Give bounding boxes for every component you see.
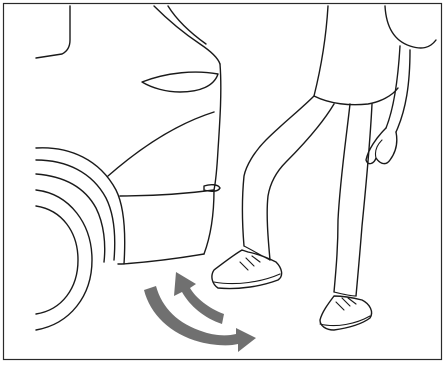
tire-inner bbox=[36, 206, 78, 314]
figure-frame bbox=[4, 4, 442, 360]
arrow-upper bbox=[174, 272, 224, 324]
car-hatch-top bbox=[154, 6, 220, 64]
shirt-sleeve bbox=[385, 6, 436, 48]
bumper-top-line bbox=[120, 190, 214, 196]
person-leg-icon bbox=[212, 6, 436, 330]
body-crease bbox=[108, 112, 214, 176]
bumper-rear-face bbox=[204, 190, 214, 254]
tire-outer bbox=[36, 190, 92, 330]
foot-kick-motion-arrows-icon bbox=[144, 272, 256, 352]
wheel-arch-inner bbox=[36, 174, 105, 262]
front-leg-inner bbox=[267, 104, 334, 260]
back-leg-outer bbox=[334, 104, 350, 292]
bumper-bottom bbox=[118, 254, 204, 264]
back-shoe-sole bbox=[320, 316, 370, 326]
car-rear-icon bbox=[36, 6, 221, 330]
arrow-lower bbox=[144, 286, 256, 352]
back-leg-inner bbox=[356, 104, 372, 296]
tail-light bbox=[142, 72, 218, 92]
arm-outer bbox=[386, 46, 400, 128]
car-hatch-side bbox=[214, 64, 221, 190]
shirt-left-edge bbox=[314, 6, 328, 96]
wheel-arch-outer bbox=[36, 148, 125, 264]
shirt-hem bbox=[314, 88, 398, 105]
arm-inner bbox=[396, 50, 410, 132]
hand-finger bbox=[375, 140, 382, 158]
front-shoe-laces bbox=[240, 256, 260, 270]
back-shoe-laces bbox=[336, 298, 356, 310]
car-window-edge bbox=[36, 6, 70, 58]
